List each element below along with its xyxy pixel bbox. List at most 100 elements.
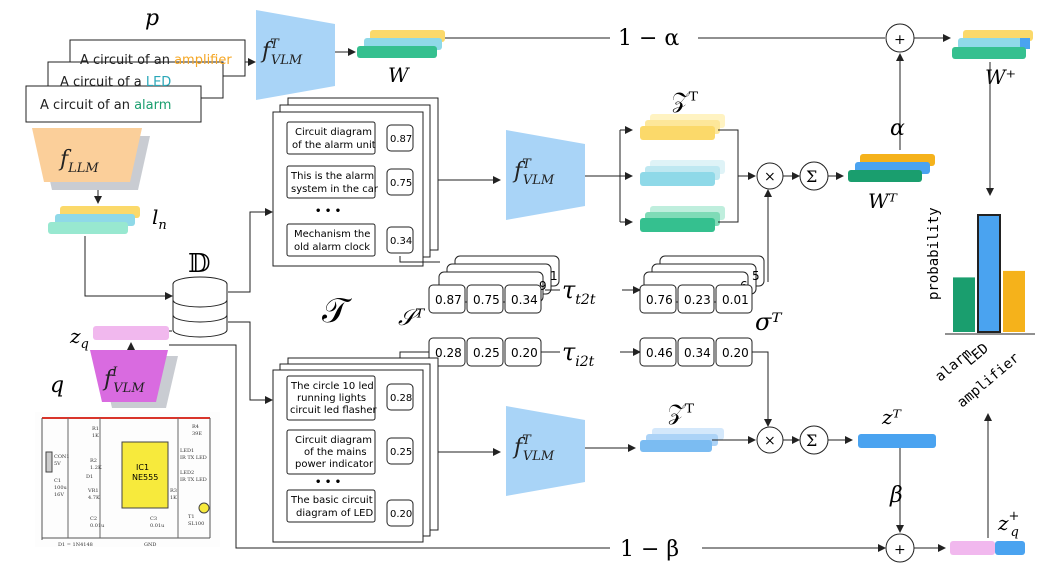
label-z-T: zᵀ — [881, 405, 903, 429]
svg-text:IR TX LED: IR TX LED — [180, 477, 207, 483]
s-T-score-3: 0.34 — [511, 293, 538, 307]
top-ellipsis: • • • — [315, 206, 341, 217]
svg-text:D1: D1 — [86, 474, 93, 480]
top-caption-2-line1: This is the alarm — [290, 171, 374, 182]
label-alpha: α — [890, 116, 905, 141]
svg-text:16V: 16V — [54, 492, 64, 498]
i2t-left-score-1: 0.28 — [435, 346, 462, 360]
svg-text:Σ: Σ — [806, 431, 817, 450]
llm-block: fLLM — [32, 128, 150, 190]
svg-text:C2: C2 — [90, 516, 97, 522]
z-T-bottom-stack: 𝒵ᵀ — [640, 401, 724, 452]
top-caption-1-score: 0.87 — [390, 134, 412, 145]
s-T-hint-2: 9 — [539, 279, 547, 293]
top-caption-2-line2: system in the car — [291, 184, 379, 195]
s-T-score-stack: 1 9 0.87 0.75 0.34 — [428, 255, 560, 314]
bottom-caption-2-score: 0.25 — [390, 447, 412, 458]
label-zq: zq — [69, 324, 89, 352]
svg-text:×: × — [764, 169, 776, 185]
bottom-caption-1-line2: running lights — [297, 393, 366, 404]
svg-text:4.7K: 4.7K — [88, 495, 100, 501]
prompt-led: A circuit of a LED — [60, 75, 171, 90]
sigma-T-hint-1: 5 — [752, 269, 760, 283]
svg-text:R3: R3 — [170, 488, 177, 494]
i2t-left-score-2: 0.25 — [473, 346, 500, 360]
svg-text:×: × — [764, 433, 776, 449]
svg-text:1K: 1K — [170, 495, 177, 501]
prompt-stack: p A circuit of an amplifier A circuit of… — [25, 6, 246, 123]
svg-text:100u: 100u — [54, 485, 68, 491]
svg-text:+: + — [894, 32, 906, 48]
sigma-T-score-stack: 5 6 0.76 0.23 0.01 — [639, 255, 765, 314]
svg-text:39E: 39E — [192, 431, 202, 437]
label-one-minus-alpha: 1 − α — [618, 26, 679, 51]
svg-text:R2: R2 — [90, 458, 97, 464]
top-caption-3-score: 0.34 — [390, 236, 412, 247]
label-zq-plus: z+q — [997, 509, 1019, 540]
label-beta: β — [889, 483, 903, 508]
bottom-caption-3-line2: diagram of LED — [296, 508, 373, 519]
label-sigma-T: σᵀ — [755, 308, 782, 336]
label-ln: ln — [152, 205, 167, 233]
i2t-score-row: 0.28 0.25 0.20 τi2t 0.46 0.34 0.20 — [399, 337, 772, 427]
label-T: 𝒯 — [322, 291, 352, 331]
label-tau-t2t: τt2t — [562, 276, 596, 308]
zq-plus-embedding-pink — [950, 541, 995, 555]
top-caption-stack: Circuit diagram of the alarm unit 0.87 T… — [272, 97, 439, 267]
label-q: q — [50, 373, 64, 398]
bar-alarm — [953, 277, 975, 332]
chip-label-2: NE555 — [132, 473, 158, 482]
svg-text:T1: T1 — [188, 514, 195, 520]
svg-text:Σ: Σ — [806, 167, 817, 186]
s-T-score-2: 0.75 — [473, 293, 500, 307]
s-T-score-1: 0.87 — [435, 293, 462, 307]
svg-text:LED1: LED1 — [180, 448, 194, 454]
svg-text:5V: 5V — [54, 461, 61, 467]
bottom-caption-stack: The circle 10 led running lights circuit… — [272, 357, 439, 543]
svg-text:1K: 1K — [92, 433, 99, 439]
i2t-right-score-3: 0.20 — [722, 346, 749, 360]
label-p: p — [145, 6, 159, 31]
svg-text:IR TX LED: IR TX LED — [180, 455, 207, 461]
label-one-minus-beta: 1 − β — [620, 537, 679, 562]
sigma-T-score-3: 0.01 — [722, 293, 749, 307]
zq-plus-embedding-blue — [995, 541, 1025, 555]
bottom-caption-2-line3: power indicator — [295, 459, 374, 470]
svg-text:R4: R4 — [192, 424, 199, 430]
svg-text:SL100: SL100 — [188, 521, 204, 527]
bar-amplifier — [1003, 270, 1025, 332]
bottom-ellipsis: • • • — [315, 477, 341, 488]
top-caption-2-score: 0.75 — [390, 178, 412, 189]
sigma-T-score-2: 0.23 — [684, 293, 711, 307]
bottom-caption-3-score: 0.20 — [390, 509, 412, 520]
bottom-caption-1-line1: The circle 10 led — [290, 381, 374, 392]
ln-embedding-stack: ln — [48, 205, 167, 234]
label-tau-i2t: τi2t — [562, 338, 595, 370]
label-Z-T-top: 𝒵ᵀ — [672, 89, 699, 114]
svg-text:+: + — [894, 542, 906, 558]
z-T-embedding — [858, 434, 936, 448]
bottom-caption-1-line3: circuit led flasher — [290, 405, 377, 416]
svg-text:0.01u: 0.01u — [90, 523, 105, 529]
bottom-caption-1-score: 0.28 — [390, 393, 412, 404]
svg-text:LED2: LED2 — [180, 470, 194, 476]
top-caption-1-line1: Circuit diagram — [295, 127, 372, 138]
sigma-T-score-1: 0.76 — [646, 293, 673, 307]
s-T-hint-1: 1 — [550, 269, 558, 283]
label-W-T: Wᵀ — [868, 189, 899, 213]
w-T-embedding-stack: Wᵀ — [848, 154, 935, 213]
label-S-T: 𝒮ᵀ — [398, 306, 426, 331]
svg-text:D1 = 1N4148: D1 = 1N4148 — [58, 542, 93, 548]
top-caption-1-line2: of the alarm unit — [292, 140, 376, 151]
database: 𝔻 — [172, 249, 228, 338]
svg-text:C1: C1 — [54, 478, 61, 484]
prompt-amplifier: A circuit of an amplifier — [80, 53, 232, 68]
probability-chart: probability alarm LED amplifier — [926, 207, 1035, 411]
label-D: 𝔻 — [188, 249, 211, 279]
w-plus-embedding-stack: W⁺ — [952, 30, 1033, 89]
svg-text:1.2K: 1.2K — [90, 465, 102, 471]
bottom-caption-3-line1: The basic circuit — [290, 495, 373, 506]
